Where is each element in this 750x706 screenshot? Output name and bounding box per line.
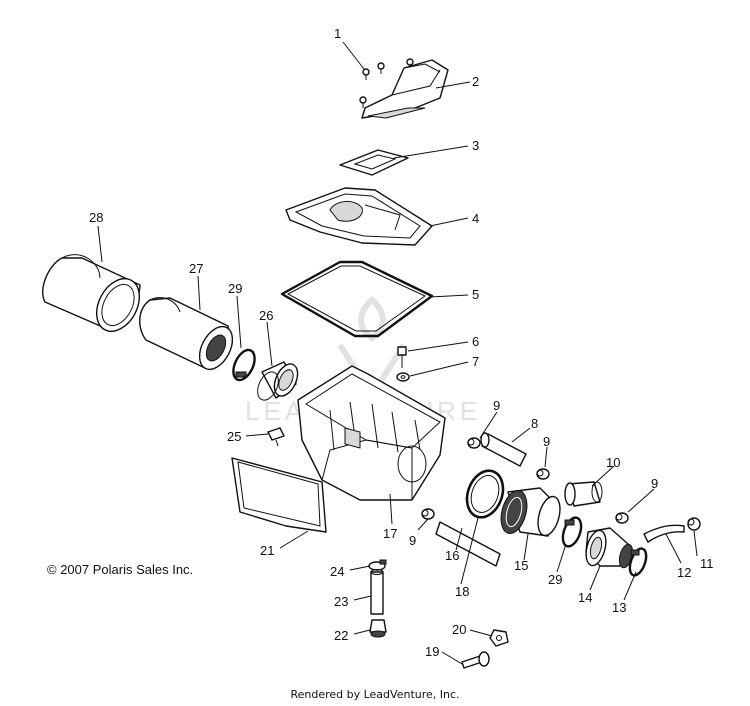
part-18-seal-ring bbox=[465, 469, 505, 519]
part-15-intake-duct bbox=[500, 487, 561, 537]
part-24-clamp bbox=[368, 559, 387, 571]
part-5-lid-seal bbox=[280, 260, 434, 338]
part-21-foam-panel bbox=[231, 457, 327, 533]
part-28-prefilter-sleeve bbox=[42, 254, 141, 332]
callout-15: 15 bbox=[514, 558, 528, 573]
part-11-plug bbox=[687, 517, 701, 531]
callout-3: 3 bbox=[472, 138, 479, 153]
part-19-push-rivet bbox=[461, 651, 490, 669]
leader-lines bbox=[97, 41, 698, 665]
callout-13: 13 bbox=[612, 600, 626, 615]
callout-29-b: 29 bbox=[548, 572, 562, 587]
callout-18: 18 bbox=[455, 584, 469, 599]
callout-10: 10 bbox=[606, 455, 620, 470]
callout-22: 22 bbox=[334, 628, 348, 643]
part-29-clamp-left bbox=[232, 348, 256, 382]
part-3-gasket bbox=[339, 149, 409, 176]
copyright-notice: © 2007 Polaris Sales Inc. bbox=[47, 562, 194, 577]
callout-2: 2 bbox=[472, 74, 479, 89]
part-13-clamp bbox=[628, 547, 648, 577]
part-22-valve bbox=[369, 619, 387, 638]
callout-24: 24 bbox=[330, 564, 344, 579]
callout-21: 21 bbox=[260, 543, 274, 558]
callout-9-d: 9 bbox=[409, 533, 416, 548]
part-2-intake-cover bbox=[361, 59, 449, 119]
part-23-tube bbox=[370, 569, 384, 615]
callout-26: 26 bbox=[259, 308, 273, 323]
part-20-bracket bbox=[489, 629, 509, 647]
callout-27: 27 bbox=[189, 261, 203, 276]
callout-5: 5 bbox=[472, 287, 479, 302]
callout-23: 23 bbox=[334, 594, 348, 609]
callout-8: 8 bbox=[531, 416, 538, 431]
part-25-clip bbox=[267, 427, 285, 447]
part-4-airbox-lid bbox=[285, 187, 433, 246]
part-29-clamp-right bbox=[561, 516, 583, 548]
part-9-plug-c bbox=[615, 512, 629, 524]
part-16-hose bbox=[435, 521, 501, 567]
callout-11: 11 bbox=[700, 556, 714, 571]
part-12-hose bbox=[643, 524, 685, 543]
part-1-screws bbox=[359, 58, 414, 108]
callout-28: 28 bbox=[89, 210, 103, 225]
callout-4: 4 bbox=[472, 211, 479, 226]
part-9-plug-b bbox=[536, 468, 550, 480]
part-17-airbox bbox=[297, 365, 446, 501]
part-7-washer bbox=[396, 372, 410, 382]
callout-6: 6 bbox=[472, 334, 479, 349]
callout-9-a: 9 bbox=[493, 398, 500, 413]
footer-credit: Rendered by LeadVenture, Inc. bbox=[290, 688, 460, 701]
callout-29-a: 29 bbox=[228, 281, 242, 296]
part-10-drain-valve bbox=[564, 481, 603, 507]
part-9-plug-d bbox=[421, 508, 435, 520]
part-27-air-filter bbox=[139, 297, 234, 371]
callout-1: 1 bbox=[334, 26, 341, 41]
callout-20: 20 bbox=[452, 622, 466, 637]
callout-9-c: 9 bbox=[651, 476, 658, 491]
callout-19: 19 bbox=[425, 644, 439, 659]
part-6-bolt bbox=[397, 346, 407, 368]
part-26-coupler bbox=[257, 361, 299, 401]
callout-17: 17 bbox=[383, 526, 397, 541]
callout-7: 7 bbox=[472, 354, 479, 369]
callout-25: 25 bbox=[227, 429, 241, 444]
part-9-plug-a bbox=[467, 437, 481, 449]
callout-9-b: 9 bbox=[543, 434, 550, 449]
part-14-elbow-duct bbox=[585, 527, 634, 569]
part-8-tube bbox=[480, 432, 527, 467]
callout-14: 14 bbox=[578, 590, 592, 605]
callout-12: 12 bbox=[677, 565, 691, 580]
callout-16: 16 bbox=[445, 548, 459, 563]
